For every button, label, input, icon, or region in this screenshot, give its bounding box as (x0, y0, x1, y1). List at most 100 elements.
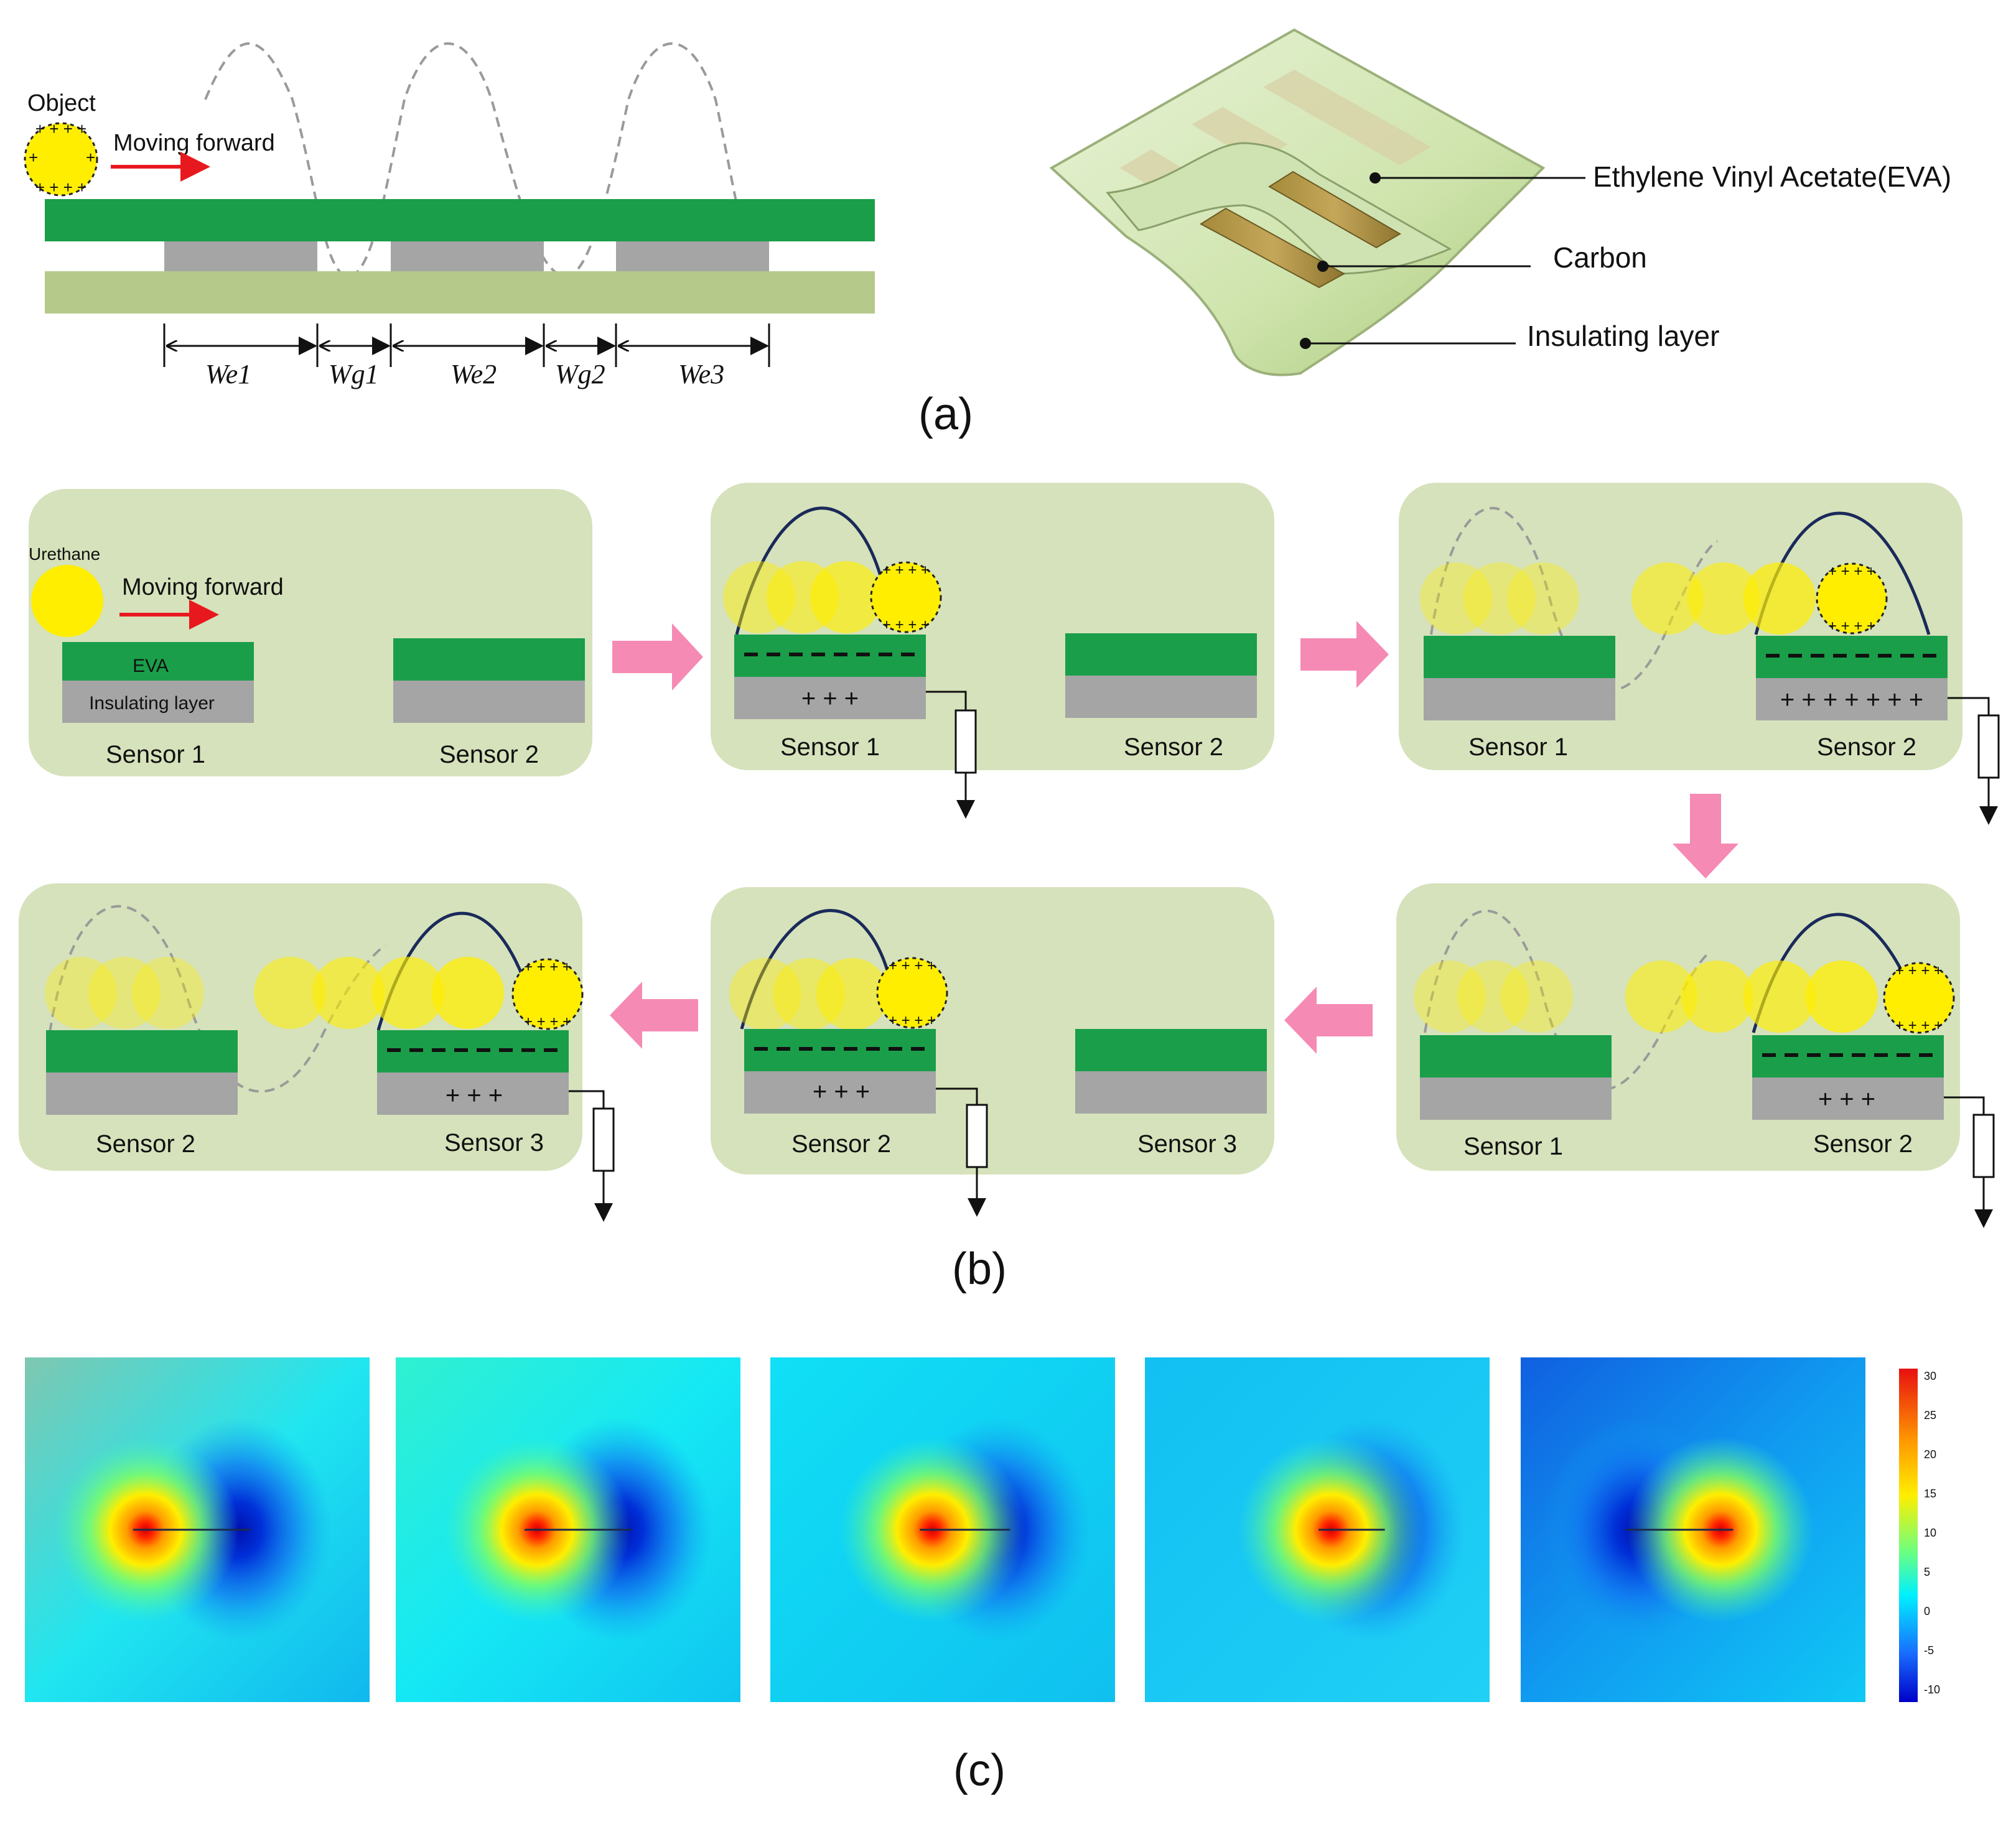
urethane-object (31, 565, 103, 637)
svg-text:+: + (29, 148, 38, 167)
box2-resistor (954, 709, 977, 774)
box1-insulating-label: Insulating layer (89, 693, 215, 714)
colorbar-tick-label: 10 (1924, 1527, 1936, 1539)
urethane-label: Urethane (29, 544, 100, 564)
carbon-label: Carbon (1553, 241, 1647, 274)
colorbar-tick-label: 15 (1924, 1487, 1936, 1500)
box4-charged-object (1883, 962, 1955, 1034)
panel-a-3d-sensor: Ethylene Vinyl Acetate(EVA) Carbon Insul… (1049, 28, 1951, 376)
svg-text:+ + + +: + + + + (889, 957, 936, 974)
carbon-strip-lower-3 (1263, 70, 1431, 165)
box5-sensor2-label: Sensor 2 (791, 1130, 891, 1158)
field-map-3 (770, 1357, 1115, 1702)
pink-arrow-down (1673, 794, 1738, 878)
box3-charged-object (1816, 562, 1888, 635)
caption-c: (c) (953, 1746, 1006, 1795)
step-box-6: + + + + + + + + + + + Sensor 2 Sensor 3 (19, 883, 615, 1222)
box6-sensor3-label: Sensor 3 (444, 1129, 544, 1156)
svg-text:+ + + +: + + + + (1895, 1017, 1943, 1034)
electrode-3 (616, 241, 769, 271)
svg-text:+ + + +: + + + + (1828, 563, 1875, 580)
electrode-1 (164, 241, 317, 271)
box3-sensor2-label: Sensor 2 (1817, 733, 1916, 761)
svg-text:+ + + +: + + + + (889, 1012, 936, 1029)
pink-arrow-1 (612, 623, 703, 691)
width-label-wg1: Wg1 (329, 359, 379, 389)
box4-sensor2-label: Sensor 2 (1813, 1130, 1913, 1158)
svg-text:+ + + +: + + + + (35, 119, 86, 138)
box3-sensor1-label: Sensor 1 (1468, 733, 1568, 761)
caption-a: (a) (918, 389, 973, 439)
svg-text:+: + (86, 148, 95, 167)
eva-top-layer (45, 199, 875, 241)
svg-text:+ + + +: + + + + (882, 617, 930, 633)
pink-arrow-left-1 (1284, 987, 1373, 1054)
box2-plus: + + + (801, 685, 859, 712)
box6-plus: + + + (446, 1082, 503, 1109)
object-label: Object (27, 90, 96, 116)
eva-label: Ethylene Vinyl Acetate(EVA) (1593, 161, 1951, 193)
svg-text:+ + + +: + + + + (524, 1013, 571, 1030)
colorbar-tick-label: 5 (1924, 1566, 1930, 1578)
moving-forward-label: Moving forward (113, 130, 275, 156)
box1-sensor1-label: Sensor 1 (106, 741, 205, 768)
box2-charged-object (870, 561, 942, 633)
colorbar-tick-label: 20 (1924, 1448, 1936, 1461)
colorbar-tick-label: -10 (1924, 1683, 1940, 1696)
pink-arrow-left-2 (610, 982, 698, 1049)
panel-a-schematic: Object + + + + + + + + + + Moving forwar… (24, 42, 875, 389)
box6-resistor (592, 1107, 615, 1172)
box5-charged-object (876, 957, 948, 1029)
carbon-electrode-a (1200, 207, 1346, 289)
box1-moving-label: Moving forward (122, 574, 284, 600)
width-label-wg2: Wg2 (555, 359, 605, 389)
box1-sensor2-label: Sensor 2 (439, 741, 539, 768)
svg-text:+ + + +: + + + + (524, 959, 571, 975)
signal-guide-curve (204, 42, 767, 294)
box4-plus: + + + (1818, 1086, 1875, 1113)
colorbar-tick-label: 30 (1924, 1370, 1936, 1382)
caption-b: (b) (952, 1244, 1007, 1294)
step-box-4: + + + + + + + + + + + Sensor 1 Sensor 2 (1396, 883, 1995, 1228)
carbon-electrode-b (1268, 170, 1401, 249)
step-box-3: + + + + + + + + + + + + + + + Sensor 1 S… (1399, 483, 2000, 825)
width-label-we2: We2 (450, 359, 497, 389)
box5-sensor3-label: Sensor 3 (1137, 1130, 1237, 1158)
colorbar: 30 25 20 15 10 5 0 -5 -10 (1899, 1369, 1940, 1702)
svg-text:+ + + +: + + + + (1828, 618, 1875, 635)
svg-text:+ + + +: + + + + (1895, 962, 1943, 979)
insulating-bottom-layer (45, 271, 875, 314)
colorbar-tick-label: -5 (1924, 1644, 1934, 1657)
width-dimensions (163, 323, 770, 367)
box5-resistor (966, 1104, 988, 1168)
box4-sensor1-label: Sensor 1 (1463, 1133, 1563, 1160)
box6-sensor2-label: Sensor 2 (96, 1130, 195, 1158)
box6-charged-object (511, 958, 584, 1030)
box3-plus: + + + + + + + (1780, 686, 1923, 714)
charged-object: + + + + + + + + + + (24, 119, 98, 197)
panel-b: Urethane Moving forward EVA Insulating l… (19, 483, 2000, 1228)
width-label-we1: We1 (205, 359, 251, 389)
field-map-5 (1521, 1357, 1865, 1702)
box1-eva-label: EVA (133, 656, 169, 676)
svg-text:+ + + +: + + + + (882, 562, 930, 579)
svg-text:+ + + +: + + + + (35, 178, 86, 197)
width-label-we3: We3 (678, 359, 724, 389)
field-map-1 (25, 1357, 370, 1702)
colorbar-tick-label: 0 (1924, 1605, 1930, 1617)
box4-resistor (1972, 1114, 1995, 1178)
step-box-2: + + + + + + + + + + + Sensor 1 Sensor 2 (711, 483, 1274, 819)
box2-sensor2-label: Sensor 2 (1124, 733, 1223, 761)
pink-arrow-2 (1300, 621, 1389, 688)
step-box-5: + + + + + + + + + + + Sensor 2 Sensor 3 (711, 887, 1274, 1217)
electrode-2 (391, 241, 544, 271)
box2-sensor1-label: Sensor 1 (780, 733, 880, 761)
step-box-1: Urethane Moving forward EVA Insulating l… (29, 489, 592, 776)
box3-resistor (1977, 714, 2000, 779)
panel-c-field-maps (25, 1357, 1865, 1702)
insulating-layer-label: Insulating layer (1527, 320, 1719, 352)
colorbar-tick-label: 25 (1924, 1409, 1936, 1422)
box5-plus: + + + (813, 1078, 870, 1105)
field-map-4 (1145, 1357, 1490, 1702)
